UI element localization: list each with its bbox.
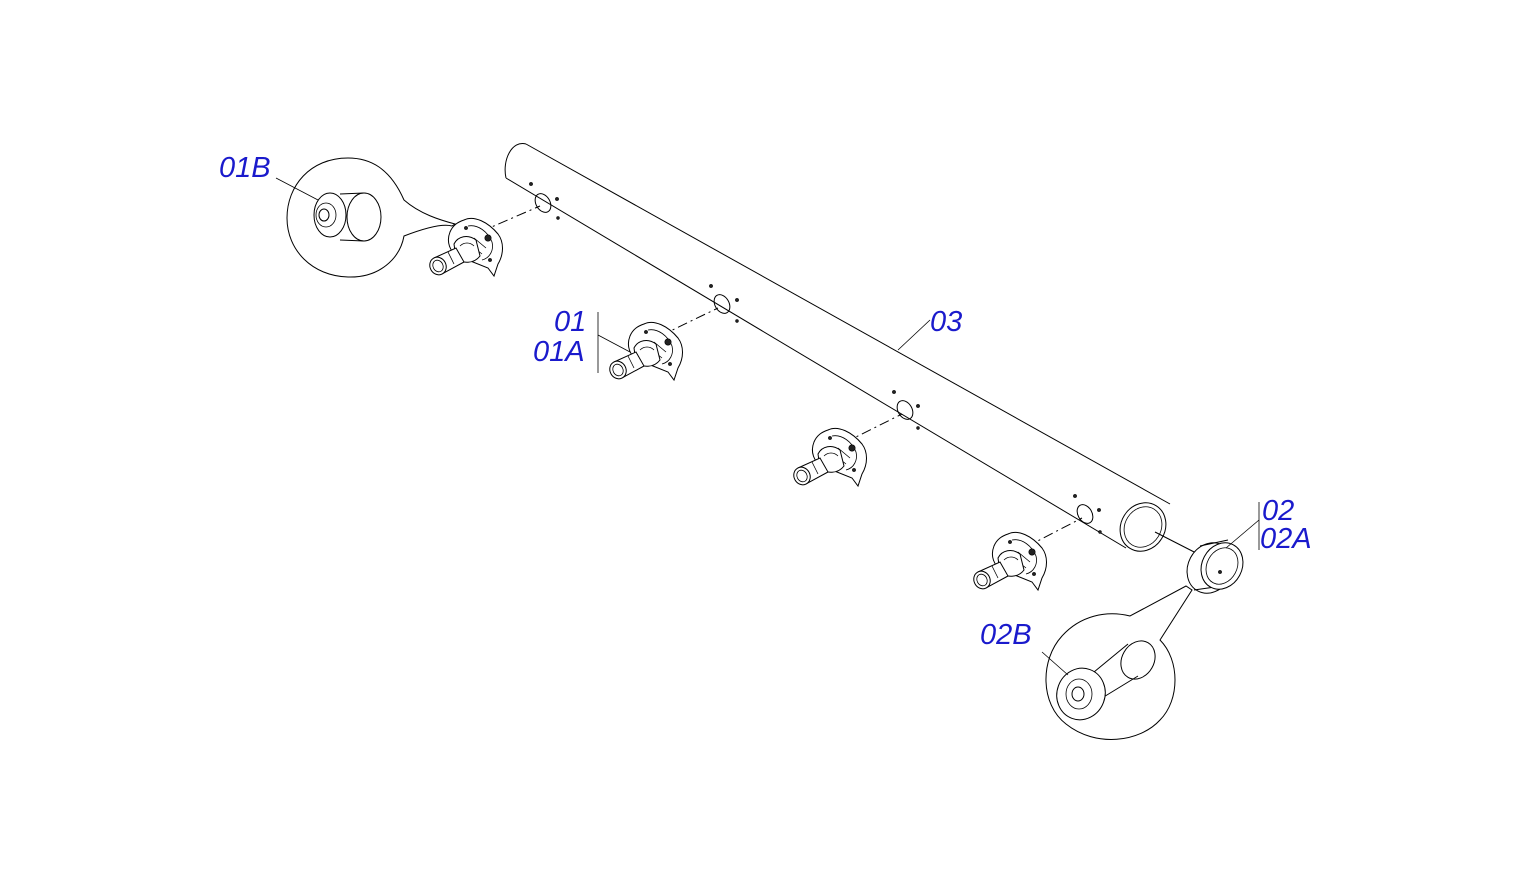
fitting-1 xyxy=(426,217,503,279)
label-01: 01 xyxy=(554,306,586,338)
fitting-4 xyxy=(970,531,1047,593)
end-cap xyxy=(1186,539,1244,594)
fitting-2 xyxy=(606,321,683,383)
tube-holes xyxy=(529,182,1102,534)
label-02: 02 xyxy=(1262,495,1294,527)
main-tube xyxy=(504,143,1171,552)
label-02A: 02A xyxy=(1260,523,1312,555)
detail-view-01B xyxy=(275,157,457,278)
label-01B: 01B xyxy=(219,152,271,184)
fitting-3 xyxy=(790,427,867,489)
label-02B: 02B xyxy=(980,619,1032,651)
label-03: 03 xyxy=(930,306,962,338)
label-01A: 01A xyxy=(533,336,585,368)
leader-lines xyxy=(597,312,1260,550)
assembly-axes xyxy=(479,205,1201,556)
detail-view-02B xyxy=(1041,585,1193,740)
